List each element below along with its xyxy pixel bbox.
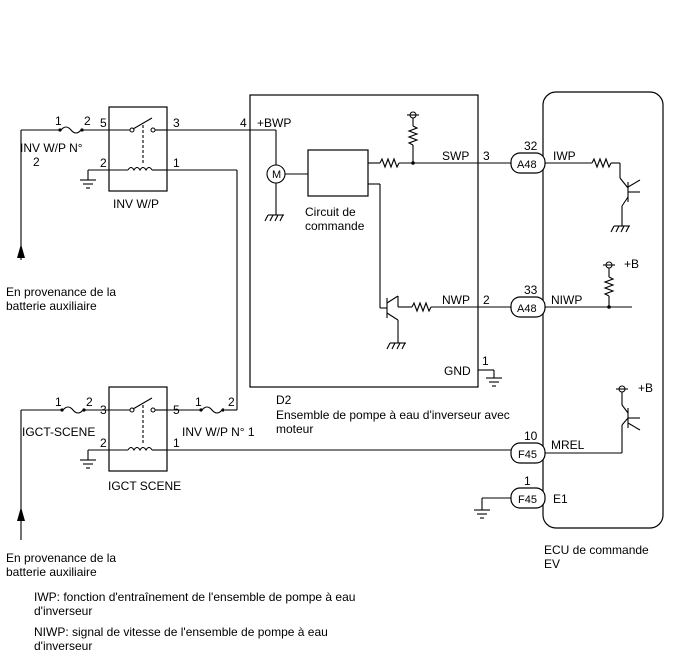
fuse2-pin-1: 1 bbox=[195, 395, 202, 409]
resistor-icon bbox=[603, 276, 615, 297]
circuit-line1: Circuit de bbox=[305, 205, 356, 219]
resistor-icon bbox=[411, 301, 432, 313]
igct-scene-circuit: 1 2 IGCT-SCENE 3 5 2 1 IGCT SCENE 1 2 IN… bbox=[6, 386, 512, 579]
label-swp: SWP bbox=[442, 149, 469, 163]
pump-id: D2 bbox=[276, 393, 292, 407]
signal-niwp: NIWP bbox=[551, 293, 582, 307]
plus-b-2: +B bbox=[638, 381, 653, 395]
source-line1: En provenance de la bbox=[6, 285, 116, 299]
fuse-name-line2: 2 bbox=[33, 155, 40, 169]
fuse-name-line1: INV W/P N° bbox=[20, 141, 83, 155]
source-arrow-icon bbox=[17, 507, 25, 521]
relay-pin-2: 2 bbox=[100, 436, 107, 450]
relay-igct-scene bbox=[108, 386, 168, 472]
relay-pin-1: 1 bbox=[173, 156, 180, 170]
pin-10: 10 bbox=[524, 429, 538, 443]
fuse2-pin-2: 2 bbox=[228, 395, 235, 409]
fuse-icon bbox=[62, 406, 84, 414]
ecu-name-line2: EV bbox=[544, 557, 560, 571]
source-arrow-icon bbox=[17, 244, 25, 258]
pin-bwp: 4 bbox=[240, 116, 247, 130]
circuit-line2: commande bbox=[305, 219, 365, 233]
relay-name: INV W/P bbox=[113, 197, 159, 211]
plus-b-1: +B bbox=[624, 257, 639, 271]
fuse-pin-2: 2 bbox=[84, 114, 91, 128]
label-gnd: GND bbox=[444, 364, 471, 378]
legend: IWP: fonction d'entraînement de l'ensemb… bbox=[34, 590, 355, 653]
fuse1-pin-1: 1 bbox=[55, 395, 62, 409]
relay-name: IGCT SCENE bbox=[108, 479, 181, 493]
pin-32: 32 bbox=[524, 139, 538, 153]
source-line2: batterie auxiliaire bbox=[6, 299, 97, 313]
signal-mrel: MREL bbox=[551, 438, 585, 452]
code-f45-2: F45 bbox=[518, 494, 537, 506]
relay-pin-1: 1 bbox=[173, 436, 180, 450]
relay-inv-wp bbox=[108, 106, 168, 192]
signal-iwp: IWP bbox=[553, 149, 576, 163]
pump-name-line2: moteur bbox=[276, 422, 313, 436]
fuse-icon bbox=[201, 406, 223, 414]
pin-swp: 3 bbox=[483, 149, 490, 163]
fuse2-name: INV W/P N° 1 bbox=[182, 425, 255, 439]
code-f45-1: F45 bbox=[518, 449, 537, 461]
ecu: 32 A48 IWP 33 A48 NIWP 10 F45 MREL 1 F45… bbox=[474, 91, 664, 571]
code-a48-1: A48 bbox=[517, 159, 537, 171]
source-line2: batterie auxiliaire bbox=[6, 565, 97, 579]
fuse1-pin-2: 2 bbox=[86, 395, 93, 409]
legend-niwp-line1: NIWP: signal de vitesse de l'ensemble de… bbox=[34, 625, 328, 639]
pin-1: 1 bbox=[524, 474, 531, 488]
resistor-icon bbox=[379, 157, 400, 169]
control-circuit bbox=[307, 149, 369, 197]
coil-icon bbox=[127, 166, 153, 172]
pin-nwp: 2 bbox=[483, 293, 490, 307]
fuse1-name: IGCT-SCENE bbox=[22, 425, 95, 439]
relay-pin-5: 5 bbox=[100, 116, 107, 130]
legend-iwp-line1: IWP: fonction d'entraînement de l'ensemb… bbox=[34, 590, 355, 604]
coil-icon bbox=[127, 446, 153, 452]
label-bwp: +BWP bbox=[257, 116, 291, 130]
relay-pin-3: 3 bbox=[100, 403, 107, 417]
inv-wp-circuit: 1 2 INV W/P N° 2 5 3 2 1 INV W/P En prov… bbox=[6, 106, 250, 411]
resistor-icon bbox=[407, 125, 419, 146]
pin-gnd: 1 bbox=[482, 354, 489, 368]
resistor-icon bbox=[591, 157, 612, 169]
ecu-name-line1: ECU de commande bbox=[544, 543, 649, 557]
relay-pin-3: 3 bbox=[173, 116, 180, 130]
pump-name-line1: Ensemble de pompe à eau d'inverseur avec bbox=[276, 408, 510, 422]
signal-e1: E1 bbox=[553, 492, 568, 506]
legend-iwp-line2: d'inverseur bbox=[34, 604, 92, 618]
pump-assembly: M bbox=[240, 94, 512, 436]
legend-niwp-line2: d'inverseur bbox=[34, 639, 92, 653]
source-line1: En provenance de la bbox=[6, 551, 116, 565]
code-a48-2: A48 bbox=[517, 303, 537, 315]
label-nwp: NWP bbox=[442, 293, 470, 307]
fuse-pin-1: 1 bbox=[55, 114, 62, 128]
relay-pin-5: 5 bbox=[173, 403, 180, 417]
fuse-icon bbox=[60, 126, 82, 134]
relay-pin-2: 2 bbox=[100, 156, 107, 170]
motor-symbol: M bbox=[272, 169, 281, 181]
pin-33: 33 bbox=[524, 283, 538, 297]
